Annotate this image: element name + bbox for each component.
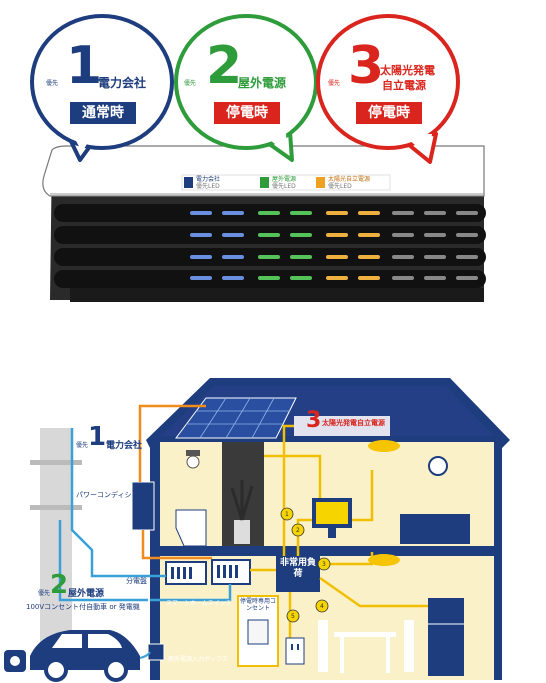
indicator-3: 太陽光自立電源 優先LED xyxy=(328,176,370,190)
indicator-2-line1: 屋外電源 xyxy=(272,176,297,183)
plant xyxy=(230,480,254,544)
outlet-label: 停電時専用コンセント xyxy=(240,598,277,612)
top-diagram xyxy=(30,14,486,302)
solar-panel xyxy=(175,397,297,439)
refrigerator xyxy=(428,598,464,676)
power-conditioner-label: パワーコンディショナー xyxy=(76,491,153,499)
blackout-outlet-panel xyxy=(237,595,279,667)
television xyxy=(312,498,352,538)
wall-clock xyxy=(428,456,448,476)
wall-outlet xyxy=(285,637,305,665)
bubble-1-shape xyxy=(30,14,174,162)
priority-3-box xyxy=(294,416,390,436)
circuit-1: 1 xyxy=(285,511,289,518)
bubble-3-number: 3 xyxy=(348,36,385,96)
indicator-3-line1: 太陽光自立電源 xyxy=(328,176,371,183)
indicator-3-line2: 優先LED xyxy=(328,183,352,190)
indicator-2: 屋外電源 優先LED xyxy=(272,176,296,190)
bubble-1-number: 1 xyxy=(66,36,103,96)
circuit-4: 4 xyxy=(320,603,324,610)
priority-2-prefix: 優先 xyxy=(38,590,51,597)
indicator-1-line2: 優先LED xyxy=(196,183,220,190)
bubble-3-shape xyxy=(316,14,460,164)
led-lights xyxy=(190,211,478,280)
smart-switch-label: スマートホームスイッチ xyxy=(166,600,232,607)
ceiling-lamp-lower xyxy=(368,554,400,566)
indicator-1-line1: 電力会社 xyxy=(196,176,221,183)
sofa xyxy=(400,514,470,544)
bubble-3-label-line1: 太陽光発電 xyxy=(380,64,435,77)
device-slats xyxy=(54,204,486,302)
bubble-1-prefix: 優先 xyxy=(46,80,59,87)
bubble-1-label: 電力会社 xyxy=(98,76,147,90)
circuit-5: 5 xyxy=(291,613,295,620)
priority-2-text: 屋外電源 xyxy=(68,589,105,599)
distribution-board-label: 分電盤 xyxy=(126,577,147,585)
priority-3-text: 太陽光発電自立電源 xyxy=(322,419,385,427)
bubble-1-badge: 通常時 xyxy=(70,102,136,124)
bubble-3-prefix: 優先 xyxy=(328,80,341,87)
outdoor-input-box xyxy=(147,643,165,661)
ceiling-lamp-left xyxy=(186,450,200,469)
bubble-3: 優先 3 太陽光発電 自立電源 停電時 xyxy=(326,40,450,130)
indicator-2-line2: 優先LED xyxy=(272,183,296,190)
priority-1-number: 1 xyxy=(88,422,107,452)
priority-1-prefix: 優先 xyxy=(76,442,89,449)
circuit-2: 2 xyxy=(296,527,300,534)
circuit-3: 3 xyxy=(322,561,326,568)
generator xyxy=(4,650,26,672)
emergency-load-panel xyxy=(276,556,320,592)
outdoor-box-label: 屋外電源入力ボックス xyxy=(168,656,228,663)
ev-label: 100Vコンセント付自動車 or 発電機 xyxy=(26,603,140,611)
bubble-1: 優先 1 電力会社 通常時 xyxy=(42,40,166,130)
indicator-1: 電力会社 優先LED xyxy=(196,176,220,190)
toilet xyxy=(175,509,207,547)
indicator-strip xyxy=(181,174,391,191)
bubble-2-prefix: 優先 xyxy=(184,80,197,87)
bubble-2-badge: 停電時 xyxy=(214,102,280,124)
priority-3-number: 3 xyxy=(306,408,322,433)
priority-2-number: 2 xyxy=(50,570,69,600)
bubble-2-number: 2 xyxy=(206,36,243,96)
dining-table xyxy=(318,620,414,673)
priority-1-text: 電力会社 xyxy=(106,441,143,451)
bubble-3-label-line2: 自立電源 xyxy=(382,79,426,92)
bubble-2-label: 屋外電源 xyxy=(238,76,287,90)
bubble-3-badge: 停電時 xyxy=(356,102,422,124)
circuit-markers xyxy=(280,507,331,623)
electric-car xyxy=(30,630,151,682)
utility-pole xyxy=(40,428,72,658)
bubble-2: 優先 2 屋外電源 停電時 xyxy=(184,40,308,130)
ceiling-lamp-upper xyxy=(368,440,400,452)
emergency-load-label: 非常用負荷 xyxy=(280,558,317,579)
house-diagram xyxy=(4,378,510,682)
